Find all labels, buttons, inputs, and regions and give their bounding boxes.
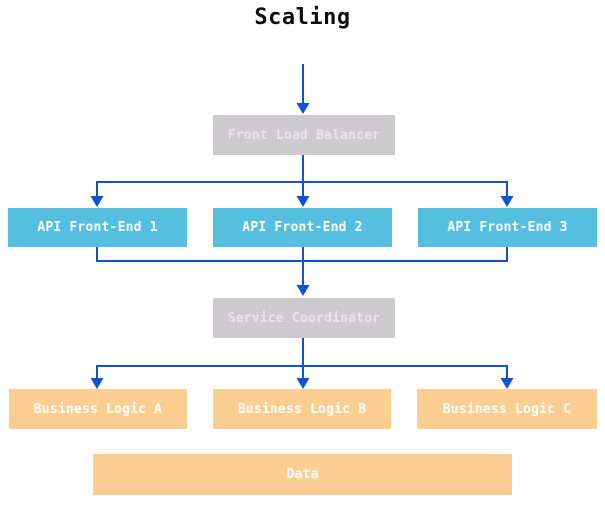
- edge-coordinator-to-logic: [90, 338, 514, 389]
- edge-apis-to-coordinator: [96, 247, 508, 296]
- arrowhead-down-icon: [500, 378, 514, 389]
- arrowhead-down-icon: [90, 378, 104, 389]
- arrowhead-down-icon: [90, 196, 104, 207]
- arrowhead-down-icon: [296, 285, 310, 296]
- node-data: Data: [93, 454, 512, 495]
- node-business-logic-c: Business Logic C: [417, 389, 597, 429]
- arrowhead-down-icon: [296, 378, 310, 389]
- edge-line: [96, 247, 508, 286]
- node-api-front-end-1: API Front-End 1: [8, 208, 187, 247]
- edge-line: [96, 338, 508, 379]
- edge-load-balancer-to-apis: [90, 155, 514, 207]
- node-api-front-end-3: API Front-End 3: [418, 208, 597, 247]
- edge-start-to-load-balancer: [296, 64, 310, 114]
- node-service-coordinator: Service Coordinator: [213, 298, 395, 338]
- diagram-title: Scaling: [254, 5, 351, 30]
- node-front-load-balancer: Front Load Balancer: [213, 115, 395, 155]
- arrowhead-down-icon: [500, 196, 514, 207]
- node-api-front-end-2: API Front-End 2: [213, 208, 392, 247]
- node-business-logic-a: Business Logic A: [9, 389, 187, 429]
- arrowhead-down-icon: [296, 196, 310, 207]
- edge-line: [96, 155, 508, 197]
- node-business-logic-b: Business Logic B: [213, 389, 391, 429]
- arrowhead-down-icon: [296, 103, 310, 114]
